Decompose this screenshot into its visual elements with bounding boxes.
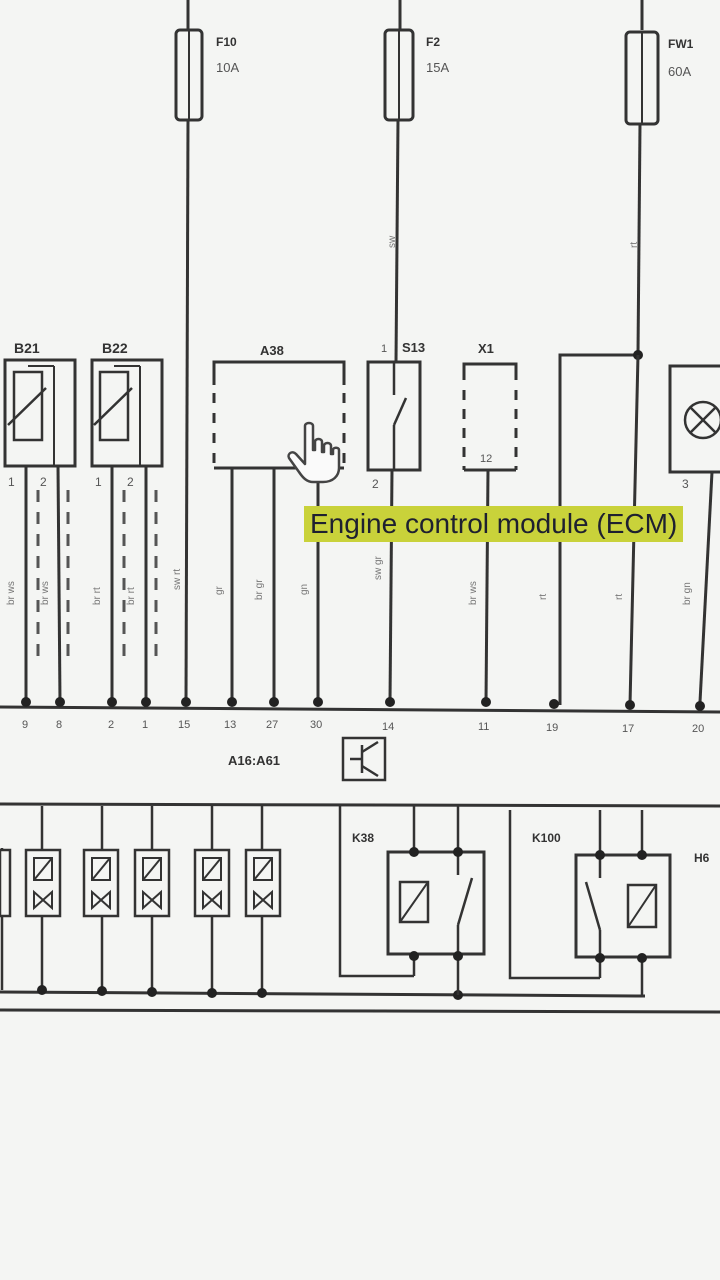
hand-cursor-icon	[283, 420, 343, 484]
wire-color: br ws	[6, 581, 17, 605]
component-s13-label: S13	[402, 340, 425, 355]
pin-number: 15	[178, 719, 190, 731]
fuse-f2-id: F2	[426, 35, 440, 49]
pin-number: 27	[266, 719, 278, 731]
pin-number: 13	[224, 719, 236, 731]
component-tooltip: Engine control module (ECM)	[304, 506, 684, 542]
component-s13[interactable]: S13 1 2	[366, 340, 425, 491]
wire-group	[24, 465, 714, 703]
wire-color: br gn	[682, 582, 693, 605]
valve-icon	[244, 848, 282, 918]
valve-icon	[82, 848, 120, 918]
s13-pin-2: 2	[372, 477, 379, 491]
x1-pin-12: 12	[480, 453, 492, 465]
fuse-f10[interactable]: F10 10A	[174, 28, 239, 122]
valve-icon	[133, 848, 171, 918]
wire-color: br ws	[468, 581, 479, 605]
lamp-component[interactable]: 3	[668, 364, 720, 491]
valve-icon	[0, 848, 12, 918]
wire-color: rt	[538, 594, 549, 600]
component-b22-label: B22	[102, 340, 128, 356]
pin-number: 20	[692, 723, 704, 735]
pin-number: 11	[478, 721, 489, 733]
fuse-f10-id: F10	[216, 35, 237, 49]
pin-number: 30	[310, 719, 322, 731]
wire-color: sw rt	[172, 569, 183, 590]
pin-number: 9	[22, 719, 28, 731]
connector-pin-numbers: 9 8 2 1 15 13 27 30 14 11 19 17 20	[22, 719, 704, 735]
component-x1[interactable]: X1 12	[462, 341, 518, 472]
b21-pin-2: 2	[40, 475, 47, 489]
connector-pins	[21, 697, 705, 711]
component-b21-label: B21	[14, 340, 40, 356]
fuse-fw1[interactable]: FW1 60A	[624, 30, 694, 126]
wire-code-fw1: rt	[629, 242, 640, 248]
b22-pin-1: 1	[95, 475, 102, 489]
component-a38[interactable]: A38	[212, 343, 346, 470]
wire-color: br gr	[254, 579, 265, 600]
lamp-pin-3: 3	[682, 477, 689, 491]
relay-k38-label: K38	[352, 831, 374, 845]
pin-number: 8	[56, 719, 62, 731]
wire-color: br ws	[40, 581, 51, 605]
fuse-f2-rating: 15A	[426, 60, 449, 75]
valve-icon	[193, 848, 231, 918]
fuse-f10-rating: 10A	[216, 60, 239, 75]
s13-pin-1: 1	[381, 343, 387, 355]
b22-pin-2: 2	[127, 475, 134, 489]
wire-color: sw gr	[373, 555, 384, 580]
pin-number: 19	[546, 722, 558, 734]
component-b22[interactable]: B22 1 2	[90, 340, 164, 489]
component-x1-label: X1	[478, 341, 494, 356]
wire-color: br rt	[126, 587, 137, 605]
pin-number: 2	[108, 719, 114, 731]
component-h-label: H6	[694, 851, 710, 865]
relay-k100[interactable]: K100	[508, 810, 672, 996]
relay-k38[interactable]: K38	[338, 806, 486, 995]
fuse-f2[interactable]: F2 15A	[383, 28, 449, 122]
fuse-fw1-rating: 60A	[668, 64, 691, 79]
transistor-icon	[341, 736, 387, 782]
wire-color: gr	[214, 585, 225, 595]
b21-pin-1: 1	[8, 475, 15, 489]
wire-color-labels: br ws br ws br rt br rt sw rt gr br gr g…	[6, 555, 693, 605]
pin-number: 17	[622, 723, 634, 735]
wire-color: gn	[299, 584, 310, 595]
component-a38-label: A38	[260, 343, 284, 358]
wire-color: br rt	[92, 587, 103, 605]
relay-k100-label: K100	[532, 831, 561, 845]
pin-number: 14	[382, 721, 394, 733]
component-b21[interactable]: B21 1 2	[3, 340, 77, 489]
module-label: A16:A61	[228, 753, 280, 768]
pin-number: 1	[142, 719, 148, 731]
fuse-fw1-id: FW1	[668, 37, 694, 51]
valve-icon	[24, 848, 62, 918]
wire-color: rt	[614, 594, 625, 600]
wire-code-f2: sw	[387, 235, 398, 248]
